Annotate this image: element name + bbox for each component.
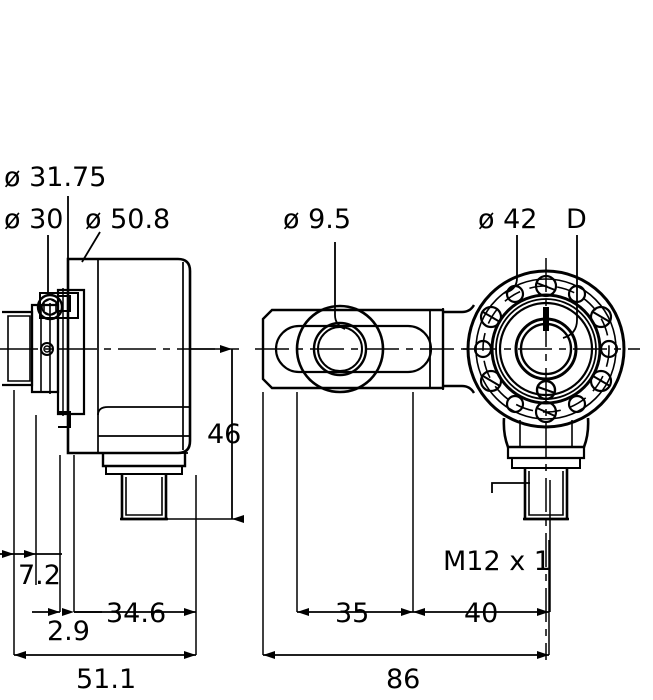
m12-connector-left-inner [125, 477, 163, 516]
left-side-view [0, 257, 236, 521]
mount-hole-3 [567, 394, 587, 414]
screw-slot-upper-left [482, 311, 501, 323]
leader-dia-50-8 [81, 231, 101, 263]
screw-slot-lower-right [592, 375, 611, 387]
screw-heads [479, 274, 613, 424]
flange-blend-bottom [443, 384, 476, 394]
flange-tab-upper [58, 295, 71, 312]
screw-head-lower-left [479, 369, 503, 393]
collar-skirt [101, 453, 187, 468]
label-dia-30: ø 30 [4, 204, 63, 235]
hex-screw-head-icon [43, 298, 57, 316]
rear-flange-block [56, 288, 86, 416]
leader-dia-42 [503, 235, 518, 294]
left-bottom-dimensions [0, 390, 197, 659]
right-bottom-dimensions [262, 392, 551, 659]
dimension-46 [168, 345, 244, 523]
label-dia-50-8: ø 50.8 [85, 204, 170, 235]
small-screw-outer [40, 342, 54, 356]
front-flange-view [443, 258, 640, 660]
left-view-leaders [47, 196, 101, 294]
leader-m12 [491, 482, 530, 493]
screw-slot-upper-right [592, 311, 611, 323]
label-m12: M12 x 1 [443, 546, 551, 577]
bracket-view [255, 304, 470, 394]
label-7-2: 7.2 [18, 560, 61, 591]
hex-screw-outer [36, 293, 64, 321]
screw-slot-lower-left [482, 375, 501, 387]
screw-head-lower-right [589, 369, 613, 393]
connector-stub-inner [7, 315, 31, 382]
collar-top-curve [97, 406, 190, 416]
leader-d [562, 235, 578, 339]
label-35: 35 [335, 598, 369, 629]
leader-dia-9-5 [334, 242, 346, 330]
label-86: 86 [386, 664, 420, 695]
m12-connector-right-inner [528, 471, 564, 516]
label-34-6: 34.6 [106, 598, 166, 629]
screw-head-upper-left [479, 305, 503, 329]
flange-blend-top [443, 304, 476, 314]
encoder-housing-outline [66, 257, 192, 455]
label-dia-31-75: ø 31.75 [4, 162, 106, 193]
label-dia-9-5: ø 9.5 [283, 204, 351, 235]
label-2-9: 2.9 [47, 616, 90, 647]
flange-leaders [503, 235, 578, 339]
flange-tab-lower [58, 411, 71, 428]
screw-head-upper-right [589, 305, 613, 329]
collar-skirt-2 [105, 466, 183, 475]
mount-hole-4 [505, 394, 525, 414]
label-40: 40 [464, 598, 498, 629]
bracket-slot [274, 324, 433, 374]
m12-connector-left [120, 474, 168, 521]
label-dia-42: ø 42 [478, 204, 537, 235]
flange-skirt-step [506, 447, 586, 460]
label-d: D [566, 204, 587, 235]
screw-boss-plate [39, 292, 79, 319]
label-46: 46 [207, 419, 241, 450]
label-51-1: 51.1 [76, 664, 136, 695]
